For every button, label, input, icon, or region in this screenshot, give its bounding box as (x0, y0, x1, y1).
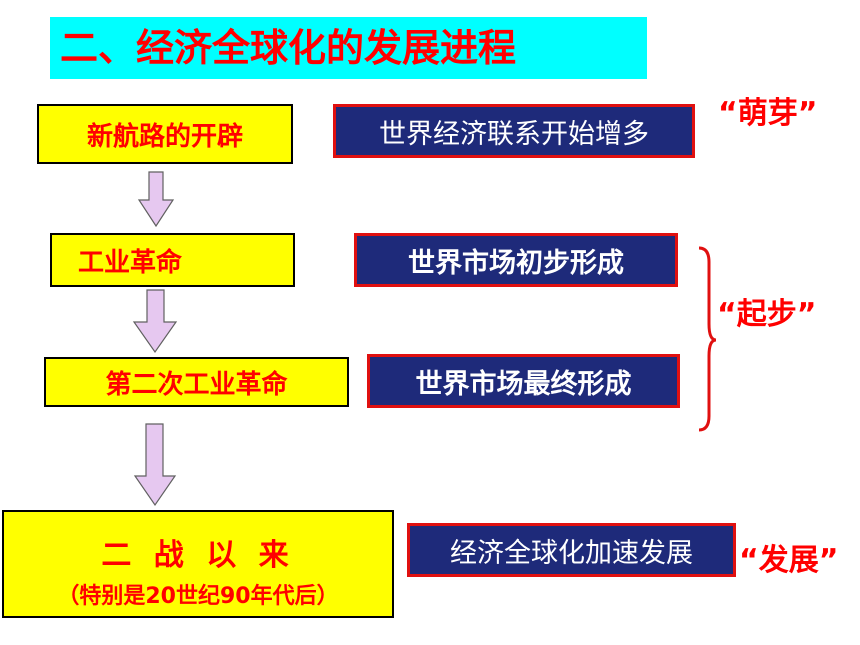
page-title: 二、经济全球化的发展进程 (50, 17, 647, 79)
effect-box-market-initial: 世界市场初步形成 (354, 233, 678, 287)
stage-label: 工业革命 (78, 247, 183, 278)
effect-box-market-final: 世界市场最终形成 (367, 354, 680, 408)
stage-box-new-sea-route: 新航路的开辟 (37, 104, 293, 164)
down-arrow-icon (137, 171, 175, 228)
effect-label: 世界市场初步形成 (408, 247, 624, 279)
stage-label: 第二次工业革命 (105, 369, 288, 400)
right-brace-icon (698, 246, 717, 432)
effect-box-connections: 世界经济联系开始增多 (333, 104, 695, 158)
stage-label: 二 战 以 来 (101, 538, 295, 573)
down-arrow-icon (132, 289, 178, 354)
phase-label-start: “起步” (717, 297, 817, 332)
stage-box-industrial-revolution: 工业革命 (50, 233, 295, 287)
stage-sublabel: （特别是20世纪90年代后） (57, 584, 339, 609)
effect-box-acceleration: 经济全球化加速发展 (407, 523, 736, 577)
effect-label: 经济全球化加速发展 (450, 537, 693, 569)
stage-box-post-ww2: 二 战 以 来 （特别是20世纪90年代后） (2, 510, 394, 618)
down-arrow-icon (133, 423, 177, 507)
phase-label-sprout: “萌芽” (718, 96, 818, 131)
effect-label: 世界市场最终形成 (415, 368, 632, 400)
stage-box-second-industrial-revolution: 第二次工业革命 (44, 357, 349, 407)
stage-label: 新航路的开辟 (86, 121, 243, 152)
effect-label: 世界经济联系开始增多 (379, 118, 649, 150)
phase-label-develop: “发展” (739, 543, 839, 578)
